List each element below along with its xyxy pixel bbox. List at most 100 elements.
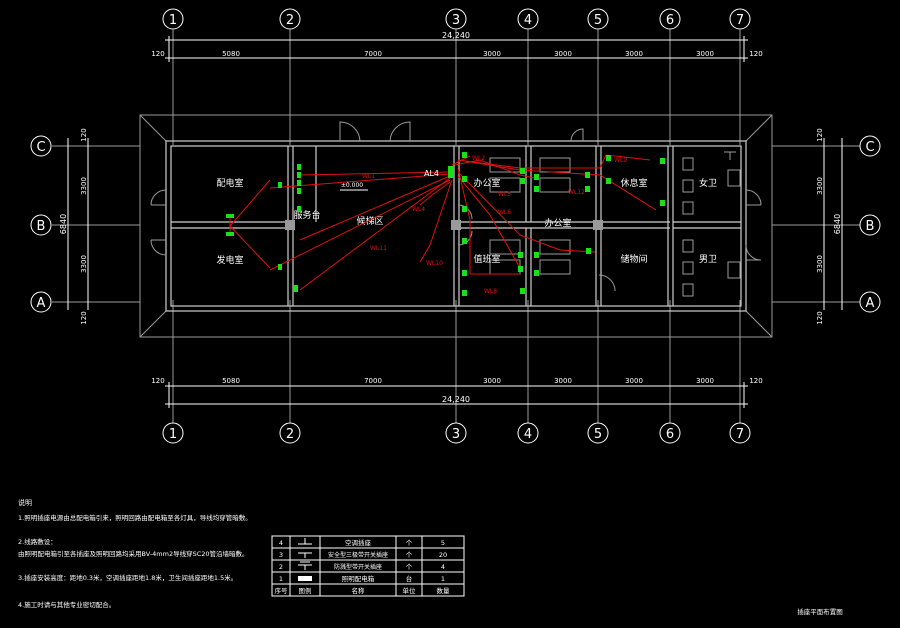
label-wl5: WL5: [498, 191, 511, 198]
edge-dim-left-bottom: 120: [80, 311, 88, 324]
room-power: 配电室: [216, 177, 243, 189]
notes-title: 说明: [18, 498, 32, 507]
dim-bottom-3: 3000: [483, 377, 501, 385]
axis-label-c: C: [36, 140, 45, 155]
notes-line-4: 3.插座安装高度：距地0.3米，空调插座距地1.8米，卫生间插座距地1.5米。: [18, 573, 237, 582]
axis-label-1: 1: [169, 13, 177, 28]
label-wl2: WL2: [472, 155, 485, 162]
dim-top-5: 3000: [625, 50, 643, 58]
label-wl11: WL11: [370, 245, 387, 252]
label-wl8: WL8: [484, 288, 497, 295]
axis-label-b: B: [37, 219, 46, 234]
roof-eaves: [139, 114, 773, 338]
total-dim-right: 6840: [833, 214, 842, 234]
dim-top-3: 3000: [483, 50, 501, 58]
label-wl6: WL6: [498, 209, 511, 216]
columns: [285, 220, 603, 230]
label-wl1: WL1: [362, 173, 375, 180]
legend-header-unit: 单位: [403, 586, 417, 595]
elevation-mark: ±0.000: [341, 182, 363, 189]
edge-dim-right-bottom: 120: [816, 311, 824, 324]
axis-lines-vertical: [172, 29, 741, 423]
legend-row-3-qty: 20: [439, 551, 447, 559]
axis-bubbles-bottom: 1 2 3 4 5 6 7: [162, 422, 751, 444]
room-toilet-m: 男卫: [699, 254, 717, 265]
total-dim-left: 6840: [59, 214, 68, 234]
label-wl12: WL12: [568, 189, 585, 196]
legend-header-qty: 数量: [437, 586, 451, 595]
label-wl10: WL10: [426, 260, 443, 267]
room-duty: 值班室: [473, 253, 500, 265]
axis-label-4-bottom: 4: [524, 427, 532, 442]
axis-bubbles-left: C B A: [30, 135, 52, 313]
room-lobby: 候梯区: [356, 215, 383, 227]
edge-dim-bottom-right: 120: [749, 377, 762, 385]
dim-left-2: 3300: [80, 255, 88, 273]
axis-lines-horizontal: [52, 145, 860, 303]
dim-right-2: 3300: [816, 255, 824, 273]
circuit-labels: AL4 WL1 WL2 WL4 WL5 WL6 WL8 WL9 WL10 WL1…: [362, 155, 627, 295]
dim-bottom-2: 7000: [364, 377, 382, 385]
label-wl4: WL4: [412, 206, 425, 213]
legend-row-2-name: 防溅型带开关插座: [334, 563, 382, 571]
legend-header-no: 序号: [275, 586, 289, 595]
edge-dim-right-top: 120: [816, 128, 824, 141]
axis-label-a: A: [37, 296, 46, 311]
axis-label-3-bottom: 3: [452, 427, 460, 442]
legend-row-2-qty: 4: [441, 563, 445, 571]
splash-socket-icon: [298, 561, 312, 570]
notes-line-5: 4.施工时请与其他专业密切配合。: [18, 600, 115, 609]
dim-left-1: 3300: [80, 177, 88, 195]
legend-row-1-name: 照明配电箱: [342, 574, 375, 583]
dim-bottom-4: 3000: [554, 377, 572, 385]
legend-row-1-unit: 台: [406, 574, 413, 583]
three-pole-socket-icon: [298, 552, 312, 558]
panel-al4-icon: [448, 166, 454, 178]
dim-top-4: 3000: [554, 50, 572, 58]
circuit-wiring: [229, 154, 657, 291]
legend-row-3-unit: 个: [406, 551, 413, 559]
left-dimension-chain: 6840 3300 3300 120 120: [59, 128, 89, 325]
room-office: 办公室: [473, 177, 500, 189]
axis-label-3: 3: [452, 13, 460, 28]
total-dim-top: 24,240: [442, 31, 470, 40]
axis-label-1-bottom: 1: [169, 427, 177, 442]
legend-row-4-unit: 个: [406, 539, 413, 547]
legend-row-3-no: 3: [279, 551, 283, 559]
legend-row-1-no: 1: [279, 575, 283, 583]
sockets: [226, 152, 665, 296]
notes-line-2: 2.线路敷设：: [18, 537, 57, 546]
dim-right-1: 3300: [816, 177, 824, 195]
legend-row-4-qty: 5: [441, 539, 445, 547]
room-generator: 发电室: [216, 254, 243, 266]
room-restroom: 休息室: [620, 177, 647, 189]
axis-label-5-bottom: 5: [594, 427, 602, 442]
notes-line-3: 由照明配电箱引至各插座及照明回路均采用BV-4mm2导线穿SC20管沿墙暗敷。: [18, 549, 249, 558]
axis-label-a-right: A: [866, 296, 875, 311]
legend-row-2-no: 2: [279, 563, 283, 571]
legend-table: 4 空调插座 个 5 3 安全型三极带开关插座 个 20 2 防溅型带开关插座 …: [271, 535, 465, 597]
dim-top-2: 7000: [364, 50, 382, 58]
distribution-box-icon: [298, 576, 312, 581]
dim-bottom-1: 5080: [222, 377, 240, 385]
legend-row-1-qty: 1: [441, 575, 445, 583]
notes-line-1: 1.照明插座电源由总配电箱引来，照明回路由配电箱至各灯具，导线均穿管暗敷。: [18, 513, 252, 522]
axis-label-6: 6: [666, 13, 674, 28]
panel-label: AL4: [424, 169, 439, 178]
axis-label-7: 7: [736, 13, 744, 28]
dim-top-1: 5080: [222, 50, 240, 58]
label-wl9: WL9: [614, 157, 627, 164]
notes-block: 说明 1.照明插座电源由总配电箱引来，照明回路由配电箱至各灯具，导线均穿管暗敷。…: [18, 498, 252, 609]
legend-row-2-unit: 个: [406, 563, 413, 571]
room-storage: 储物间: [620, 253, 647, 265]
axis-label-4: 4: [524, 13, 532, 28]
sheet-title: 插座平面布置图: [797, 607, 843, 616]
axis-label-6-bottom: 6: [666, 427, 674, 442]
edge-dim-left-top: 120: [80, 128, 88, 141]
axis-label-2-bottom: 2: [286, 427, 294, 442]
legend-row-4-no: 4: [279, 539, 283, 547]
legend-header-symbol: 图例: [299, 586, 312, 595]
axis-bubbles-right: C B A: [859, 135, 881, 313]
edge-dim-top-right: 120: [749, 50, 762, 58]
